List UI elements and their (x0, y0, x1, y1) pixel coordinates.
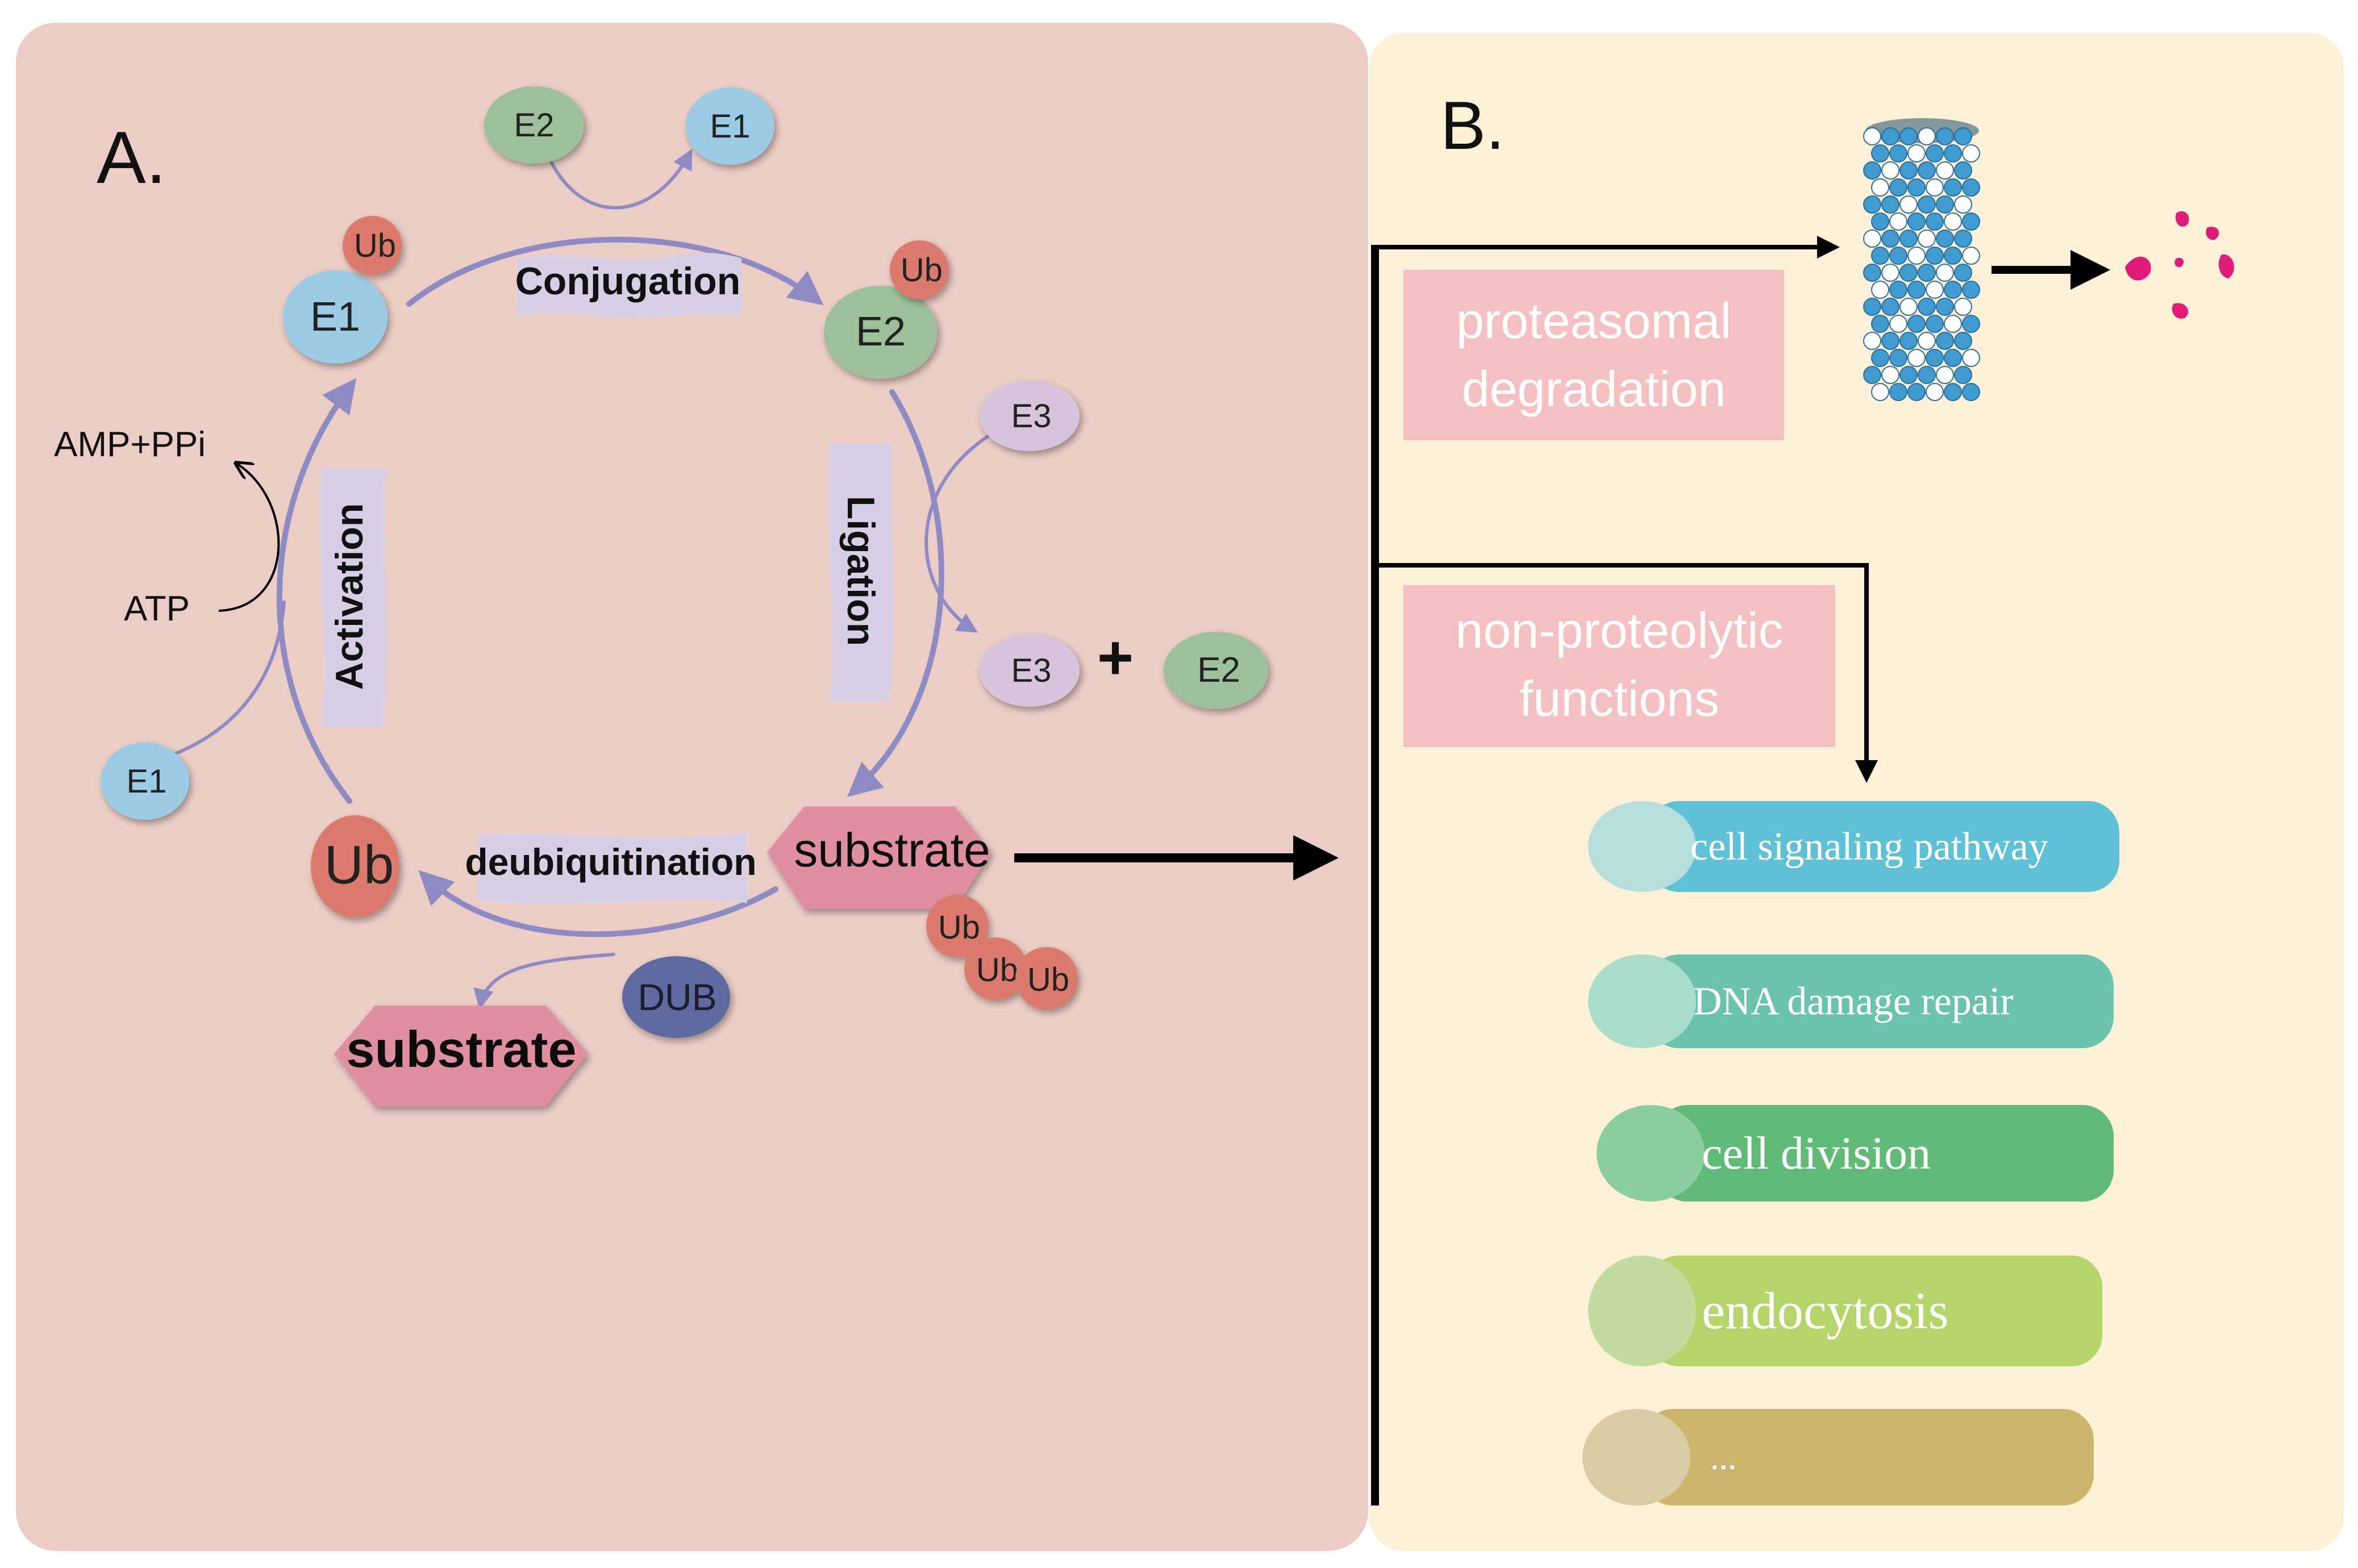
ub-large: Ub (311, 815, 399, 918)
svg-text:E3: E3 (1011, 398, 1052, 435)
function-item-5: ... (1582, 1409, 2094, 1506)
plus-sign: + (1097, 623, 1134, 693)
panel-b-label: B. (1440, 87, 1505, 164)
function-label-3: cell division (1702, 1127, 1931, 1179)
svg-text:DUB: DUB (638, 976, 716, 1018)
e1-small-top: E1 (686, 87, 774, 165)
ub-chain-3: Ub (1015, 947, 1078, 1010)
function-label-2: DNA damage repair (1693, 980, 2014, 1024)
deubiquitination-arrow (418, 870, 778, 937)
ub-chain: Ub Ub Ub (926, 895, 1078, 1010)
svg-text:E3: E3 (1011, 652, 1052, 689)
conjugation-label-box: Conjugation (515, 253, 741, 318)
substrate-release-arrow (473, 953, 615, 1010)
e2-small-top: E2 (484, 86, 584, 164)
e1-entry-arrow (169, 600, 286, 757)
e1-main: E1 (283, 270, 388, 364)
svg-text:E2: E2 (1197, 650, 1240, 690)
conjugation-label: Conjugation (515, 260, 741, 303)
function-item-1: cell signaling pathway (1588, 801, 2119, 892)
nonproteolytic-line-2: functions (1519, 670, 1719, 727)
function-item-4: endocytosis (1588, 1256, 2102, 1366)
e3-top: E3 (980, 381, 1080, 451)
cycle-arrows (276, 236, 944, 937)
svg-text:E2: E2 (856, 309, 906, 355)
e2-main: E2 (824, 286, 938, 379)
svg-text:Ub: Ub (1027, 961, 1069, 998)
svg-text:Ub: Ub (938, 909, 980, 946)
ub-chain-2: Ub (964, 937, 1027, 1000)
dub: DUB (622, 956, 730, 1038)
ub-on-e2: Ub (890, 240, 949, 299)
function-item-2: DNA damage repair (1588, 954, 2114, 1048)
svg-text:Ub: Ub (976, 952, 1018, 989)
proteasomal-line-1: proteasomal (1456, 293, 1731, 349)
activation-arrow (276, 378, 357, 804)
peptide-fragments-icon (2125, 211, 2234, 319)
activation-label-box: Activation (319, 469, 387, 727)
ub-chain-1: Ub (926, 895, 989, 957)
nonproteolytic-line-1: non-proteolytic (1455, 602, 1783, 658)
amp-ppi-label: AMP+PPi (54, 425, 206, 464)
e3-bottom: E3 (980, 634, 1080, 707)
svg-text:E1: E1 (710, 108, 751, 145)
ligation-label: Ligation (839, 496, 882, 646)
ligation-label-box: Ligation (828, 443, 894, 702)
svg-text:Ub: Ub (324, 835, 394, 895)
nonproteolytic-functions-box: non-proteolytic functions (1403, 585, 1835, 747)
panel-a-label: A. (97, 116, 166, 199)
svg-text:substrate: substrate (346, 1021, 576, 1078)
function-label-1: cell signaling pathway (1690, 825, 2048, 869)
proteasomal-degradation-box: proteasomal degradation (1403, 270, 1784, 440)
svg-text:E2: E2 (514, 107, 555, 144)
deubiquitination-label: deubiquitination (465, 841, 756, 883)
function-label-5: ... (1710, 1438, 1737, 1477)
branch-nonproteolytic (1371, 563, 1878, 783)
proteasomal-line-2: degradation (1462, 361, 1726, 417)
atp-label: ATP (124, 589, 190, 628)
svg-text:substrate: substrate (794, 823, 990, 877)
e2-to-e1-arrow (549, 148, 693, 210)
svg-text:E1: E1 (127, 763, 167, 800)
e3-release-arrow (924, 427, 1002, 633)
ub-on-e1: Ub (343, 216, 402, 275)
panel-a-background (16, 23, 1368, 1551)
e1-bottom-left: E1 (101, 743, 189, 820)
svg-text:E1: E1 (310, 294, 360, 340)
svg-text:Ub: Ub (354, 227, 396, 264)
e2-bottom: E2 (1164, 632, 1268, 709)
proteasome-icon (1863, 118, 1980, 401)
function-item-3: cell division (1597, 1105, 2114, 1202)
side-arrows (169, 148, 1002, 1010)
substrate-bottom: substrate (334, 1006, 588, 1107)
substrate-right: substrate (767, 807, 991, 909)
function-label-4: endocytosis (1702, 1282, 1948, 1340)
ligation-arrow (847, 389, 944, 797)
svg-text:Ub: Ub (901, 252, 943, 289)
atp-arrow (218, 463, 280, 612)
deubiquitination-label-box: deubiquitination (465, 832, 757, 904)
conjugation-arrow (406, 236, 824, 307)
activation-label: Activation (328, 503, 371, 690)
